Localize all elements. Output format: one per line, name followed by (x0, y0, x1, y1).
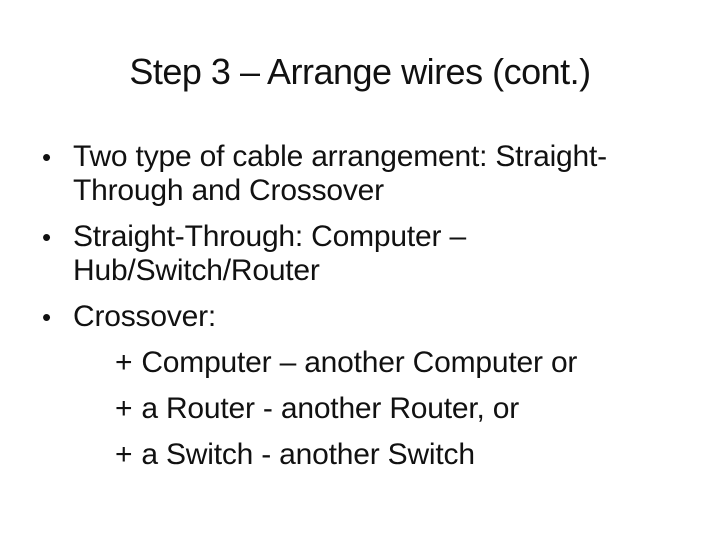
bullet-line: Through and Crossover (73, 174, 384, 207)
bullet-dot-icon: • (42, 222, 51, 252)
bullet-line: Straight-Through: Computer – (73, 220, 466, 253)
slide-body: • Two type of cable arrangement: Straigh… (0, 140, 720, 472)
slide-title: Step 3 – Arrange wires (cont.) (129, 51, 591, 92)
plus-marker-icon: + (115, 346, 133, 379)
bullet-item-crossover: • Crossover: (0, 300, 720, 334)
plus-marker-icon: + (115, 438, 133, 471)
sub-item-router-router: +a Router - another Router, or (0, 392, 720, 426)
sub-item-line: a Switch - another Switch (141, 438, 475, 471)
bullet-line: Two type of cable arrangement: Straight- (73, 140, 607, 173)
plus-marker-icon: + (115, 392, 133, 425)
sub-item-computer-computer: +Computer – another Computer or (0, 346, 720, 380)
bullet-dot-icon: • (42, 142, 51, 172)
sub-item-line: Computer – another Computer or (141, 346, 578, 379)
bullet-item-cable-arrangement: • Two type of cable arrangement: Straigh… (0, 140, 720, 208)
sub-item-switch-switch: +a Switch - another Switch (0, 438, 720, 472)
sub-item-line: a Router - another Router, or (141, 392, 520, 425)
bullet-item-straight-through: • Straight-Through: Computer – Hub/Switc… (0, 220, 720, 288)
bullet-line: Crossover: (73, 300, 217, 333)
bullet-dot-icon: • (42, 302, 51, 332)
bullet-line: Hub/Switch/Router (73, 254, 320, 287)
